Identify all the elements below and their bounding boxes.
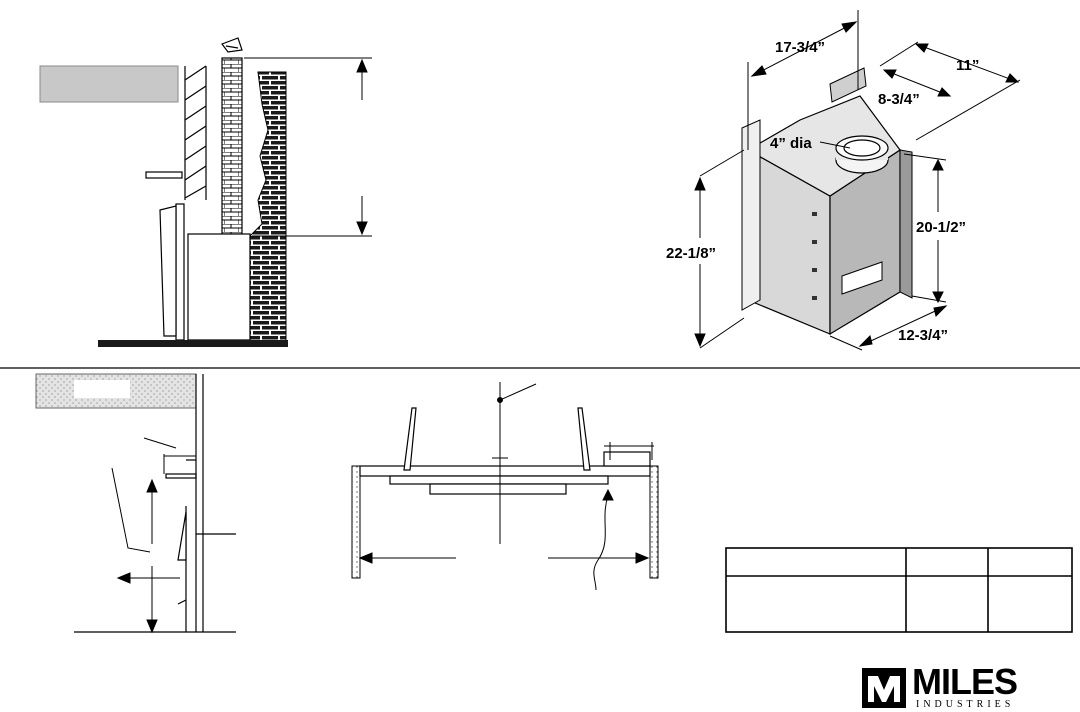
dim-overall-height: 22-1/8” [666,245,716,262]
dimension-lines [694,10,1021,351]
framing-wall [184,65,207,200]
miles-logo-mark [862,668,906,708]
dim-bottom-depth: 12-3/4” [898,327,948,344]
brick-wall [249,71,287,347]
wall-profile [74,374,236,633]
chimney-cap [221,37,243,53]
unit-plan-outline [359,407,651,495]
dim-inner-depth: 8-3/4” [878,91,920,108]
hearth-floor [98,340,288,347]
firebox-opening [187,233,251,341]
dim-depth: 11” [956,57,979,74]
left-side-wall [351,465,361,579]
unit-right-flange [899,149,913,299]
front-face-holes [812,212,817,300]
mantel-inset [74,380,130,398]
brand-subtitle: INDUSTRIES [916,699,1015,710]
unit-left-flange [741,119,761,311]
brand-name: MILES [912,661,1018,702]
chimney-liner [221,57,243,235]
plan-dimensions [358,382,654,591]
mantel-shelf [39,65,179,103]
brand-logo: MILES INDUSTRIES [862,664,1030,710]
clearance-dimensions [111,437,196,634]
spec-table [725,547,1073,633]
fireplace-front [145,171,185,341]
unit-back-flange [829,67,867,103]
flue-collar [835,135,889,174]
top-plan-view [351,382,659,591]
dim-side-height: 20-1/2” [916,219,966,236]
dim-top-width: 17-3/4” [775,39,825,56]
mantel-clearance-view [35,373,236,634]
side-section-view [39,37,372,347]
dim-flue-diameter: 4” dia [770,135,812,152]
lower-vent-slot [841,261,883,295]
isometric-unit-view: 17-3/4” 11” 8-3/4” 4” dia 22-1/8” 20-1/2… [666,10,1021,351]
chimney-height-dimension [244,57,372,237]
right-side-wall [649,465,659,579]
